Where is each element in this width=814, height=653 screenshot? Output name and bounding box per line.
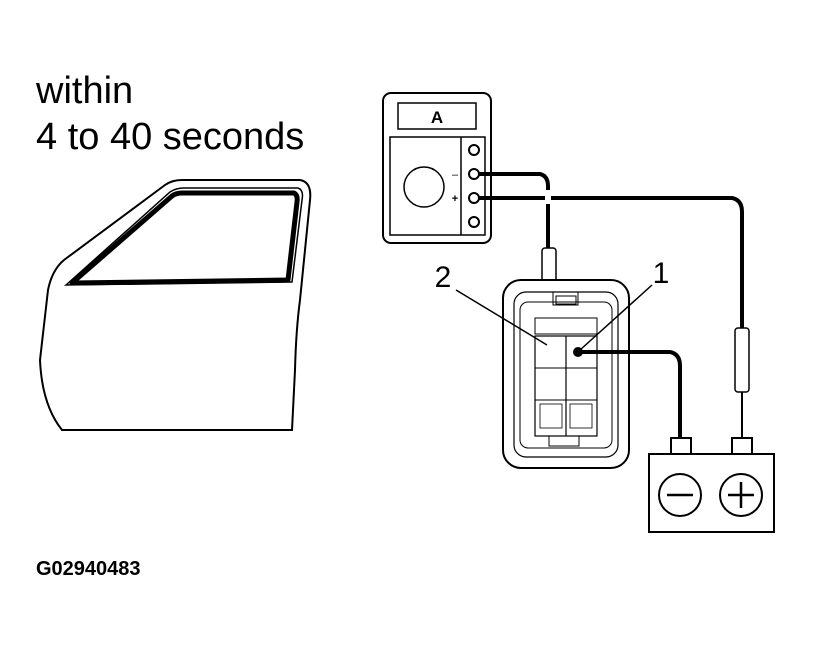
door-window-frame [69,190,300,286]
battery [648,437,775,533]
multimeter-panel [389,136,486,236]
multimeter-body [382,92,492,244]
switch-assembly [502,279,630,469]
door-illustration [38,179,312,431]
callout-1-leader [579,284,653,351]
jack-4 [468,216,480,228]
door-window-outer [64,187,304,286]
battery-positive-post [731,437,753,455]
caption-within: within [36,70,134,112]
multimeter [382,92,492,244]
jack-positive [468,192,480,204]
callout-2-leader [455,289,548,346]
door-outline [38,179,312,431]
callout-1-label: 1 [653,257,670,290]
figure-id: G02940483 [36,558,141,580]
meter-display-label: A [431,108,443,127]
meter-negative-sign: – [452,169,459,181]
wire-terminal-to-battery [578,350,682,440]
battery-negative-post [670,437,692,455]
meter-positive-sign: + [452,193,458,205]
switch-inner [513,291,619,458]
multimeter-display [397,102,477,130]
jack-1 [468,144,480,156]
wire-meter-negative [479,172,550,250]
wire-meter-positive [479,196,744,330]
multimeter-dial [403,166,445,208]
callout-2-label: 2 [435,261,452,294]
probe-positive [734,327,750,438]
caption-duration: 4 to 40 seconds [36,116,305,158]
jack-negative [468,168,480,180]
